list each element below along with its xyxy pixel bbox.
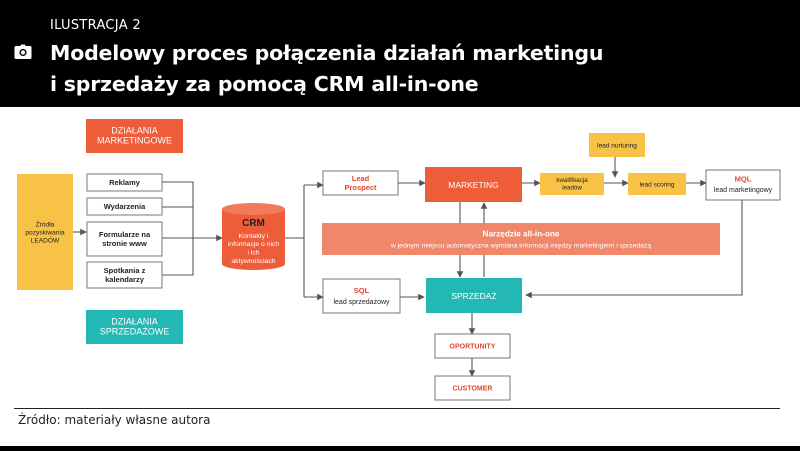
source-box-spotkania [86,261,163,289]
qualification-box [540,173,604,195]
sql-box [322,278,401,314]
lead-sources-box [17,174,73,290]
illustration-label: ILUSTRACJA 2 [50,18,141,33]
all-in-one-tool-bar [322,223,720,255]
sales-activities-box [86,310,183,344]
crm-cylinder [222,203,285,270]
camera-icon [14,44,32,59]
source-reklamy: Reklamy [109,178,141,187]
lead-scoring-box [628,173,686,195]
lead-scoring-label: lead scoring [639,182,674,189]
tool-description: w jednym miejscu automatyczna wymiana in… [390,243,651,250]
customer-box [434,375,511,401]
source-divider [14,408,780,409]
sql-title: SQL [354,286,370,295]
crm-title: CRM [242,218,265,229]
lead-nurturing-box [589,133,645,157]
title-line-2: i sprzedaży za pomocą CRM all-in-one [50,72,479,96]
opportunity-label: OPORTUNITY [450,344,496,351]
title-line-1: Modelowy proces połączenia działań marke… [50,41,604,65]
mql-box [705,169,781,201]
tool-title: Narzędzie all-in-one [483,230,560,239]
lead-prospect-box [322,170,399,196]
marketing-box [425,167,522,202]
source-box-wydarzenia [86,197,163,216]
sales-box [426,278,522,313]
source-box-reklamy [86,173,163,192]
arrow-mql-to-sprzedaz [525,200,743,299]
mql-title: MQL [735,175,752,184]
source-wydarzenia: Wydarzenia [104,202,146,211]
mql-text: lead marketingowy [714,187,773,194]
source-box-formularze [86,221,163,257]
marketing-label: MARKETING [448,180,499,190]
marketing-activities-box [86,119,183,153]
customer-label: CUSTOMER [453,386,493,393]
lead-nurturing-label: lead nurturing [597,143,637,150]
page-title: Modelowy proces połączenia działań marke… [50,38,790,100]
sql-text: lead sprzedażowy [333,299,390,306]
line-reklamy [162,181,194,238]
opportunity-box [434,333,511,359]
source-note: Źródło: materiały własne autora [18,413,211,427]
line-spotkania [162,238,194,276]
sales-label: SPRZEDAŻ [451,291,496,301]
